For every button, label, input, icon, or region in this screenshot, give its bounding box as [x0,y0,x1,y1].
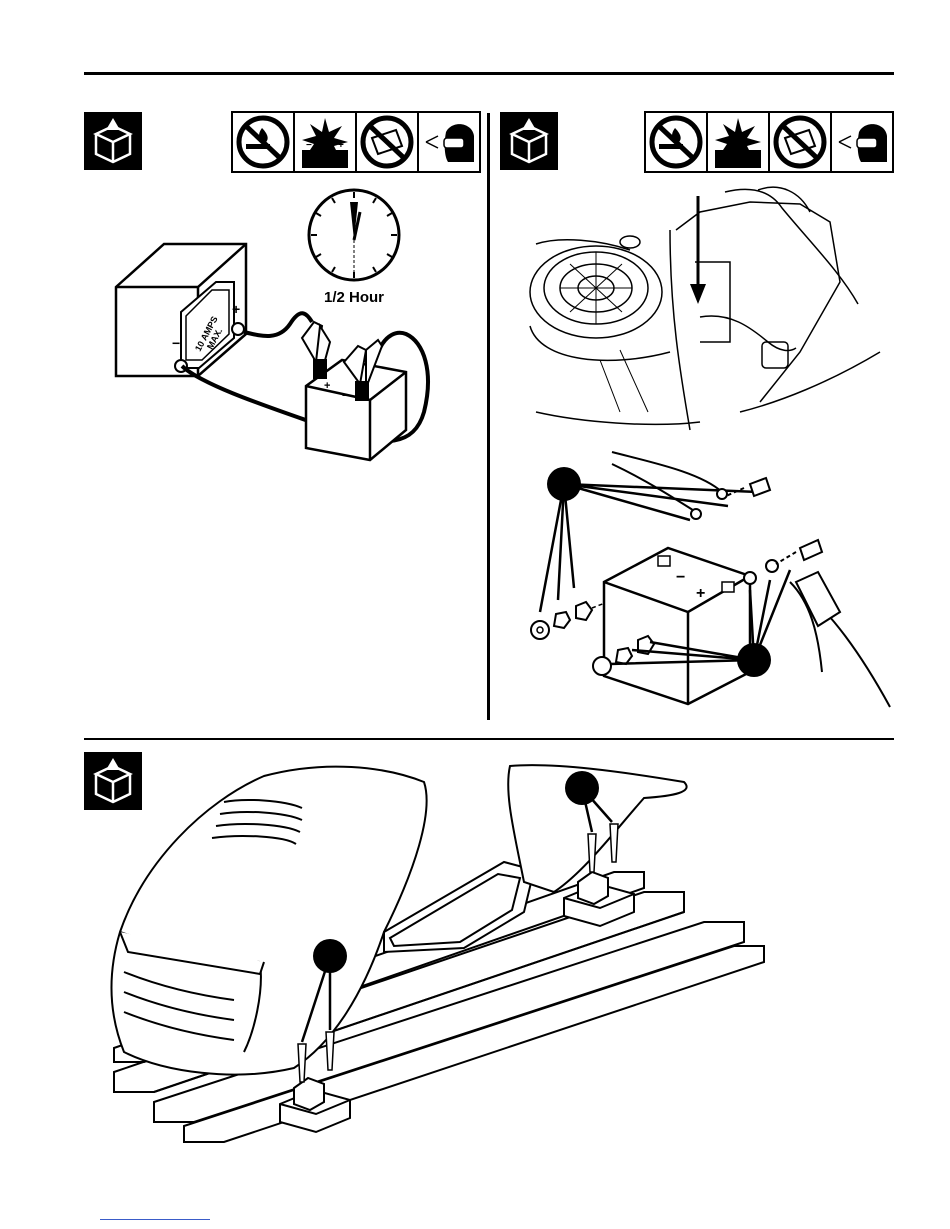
carton-unpack-icon [500,112,558,170]
clock-label: 1/2 Hour [324,289,384,306]
svg-text:−: − [342,390,348,402]
panel-charge-battery: − + [84,112,484,472]
svg-text:+: + [338,140,344,151]
positive-clamp [302,322,330,378]
install-arrow [690,196,706,304]
bottom-link-line [100,1219,210,1220]
svg-text:−: − [306,140,312,151]
battery-charger: 10 AMPS MAX. − + [116,244,246,376]
battery-box: − + [604,548,750,704]
middle-rule [84,738,894,740]
svg-text:+: + [324,380,330,392]
vertical-divider [487,113,490,720]
half-hour-clock [309,190,399,280]
charger-plus: + [232,301,240,317]
carton-unpack-icon [84,752,142,810]
top-rule [84,72,894,75]
panel-install-battery: − + [500,112,895,712]
charger-minus: − [172,335,180,351]
bolt [726,478,770,496]
battery-minus: − [676,569,685,586]
carton-unpack-icon [84,112,142,170]
engine-compartment [530,187,880,430]
battery-plus: + [696,585,705,602]
panel-remove-from-skid [84,752,764,1152]
